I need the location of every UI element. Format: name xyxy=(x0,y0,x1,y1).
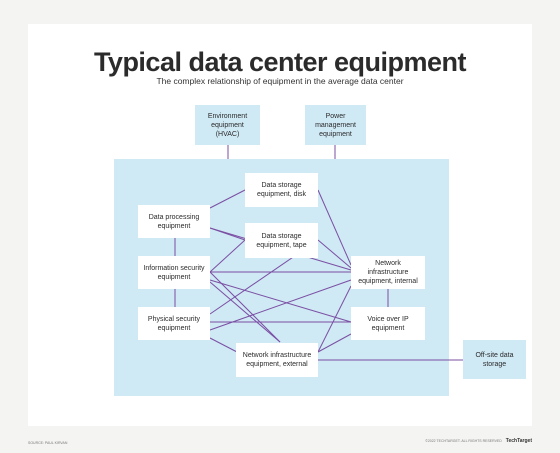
link-external-voip xyxy=(317,333,352,353)
link-physical-network-internal xyxy=(209,279,352,331)
link-infosec-network-external xyxy=(209,281,281,343)
box-physical-security: Physical security equipment xyxy=(138,307,210,340)
box-data-processing: Data processing equipment xyxy=(138,205,210,238)
box-environment: Environment equipment (HVAC) xyxy=(195,105,260,145)
box-offsite: Off-site data storage xyxy=(463,340,526,379)
box-network-external: Network infrastructure equipment, extern… xyxy=(236,343,318,377)
box-power: Power management equipment xyxy=(305,105,366,145)
link-infosec-tape xyxy=(209,239,246,273)
figure-subtitle: The complex relationship of equipment in… xyxy=(156,76,404,86)
link-physical-network-external xyxy=(209,337,238,353)
link-infosec-voip xyxy=(209,279,352,323)
box-network-internal: Network infrastructure equipment, intern… xyxy=(351,256,425,289)
box-info-security: Information security equipment xyxy=(138,256,210,289)
box-voip: Voice over IP equipment xyxy=(351,307,425,340)
source-note: SOURCE: PAUL KIRVAN xyxy=(28,441,68,445)
link-processing-disk xyxy=(209,189,246,209)
link-tape-network-internal xyxy=(317,239,352,269)
figure-title: Typical data center equipment xyxy=(93,47,467,77)
link-external-infosec xyxy=(209,271,281,343)
box-storage-disk: Data storage equipment, disk xyxy=(245,173,318,207)
box-storage-tape: Data storage equipment, tape xyxy=(245,223,318,258)
link-disk-network-internal xyxy=(317,189,352,266)
connection-lines xyxy=(174,145,464,361)
link-external-network-internal xyxy=(317,285,352,353)
copyright-text: ©2022 TECHTARGET. ALL RIGHTS RESERVED xyxy=(425,439,502,443)
brand-logo: TechTarget xyxy=(505,438,532,444)
copyright-note: ©2022 TECHTARGET. ALL RIGHTS RESERVED Te… xyxy=(425,438,532,444)
